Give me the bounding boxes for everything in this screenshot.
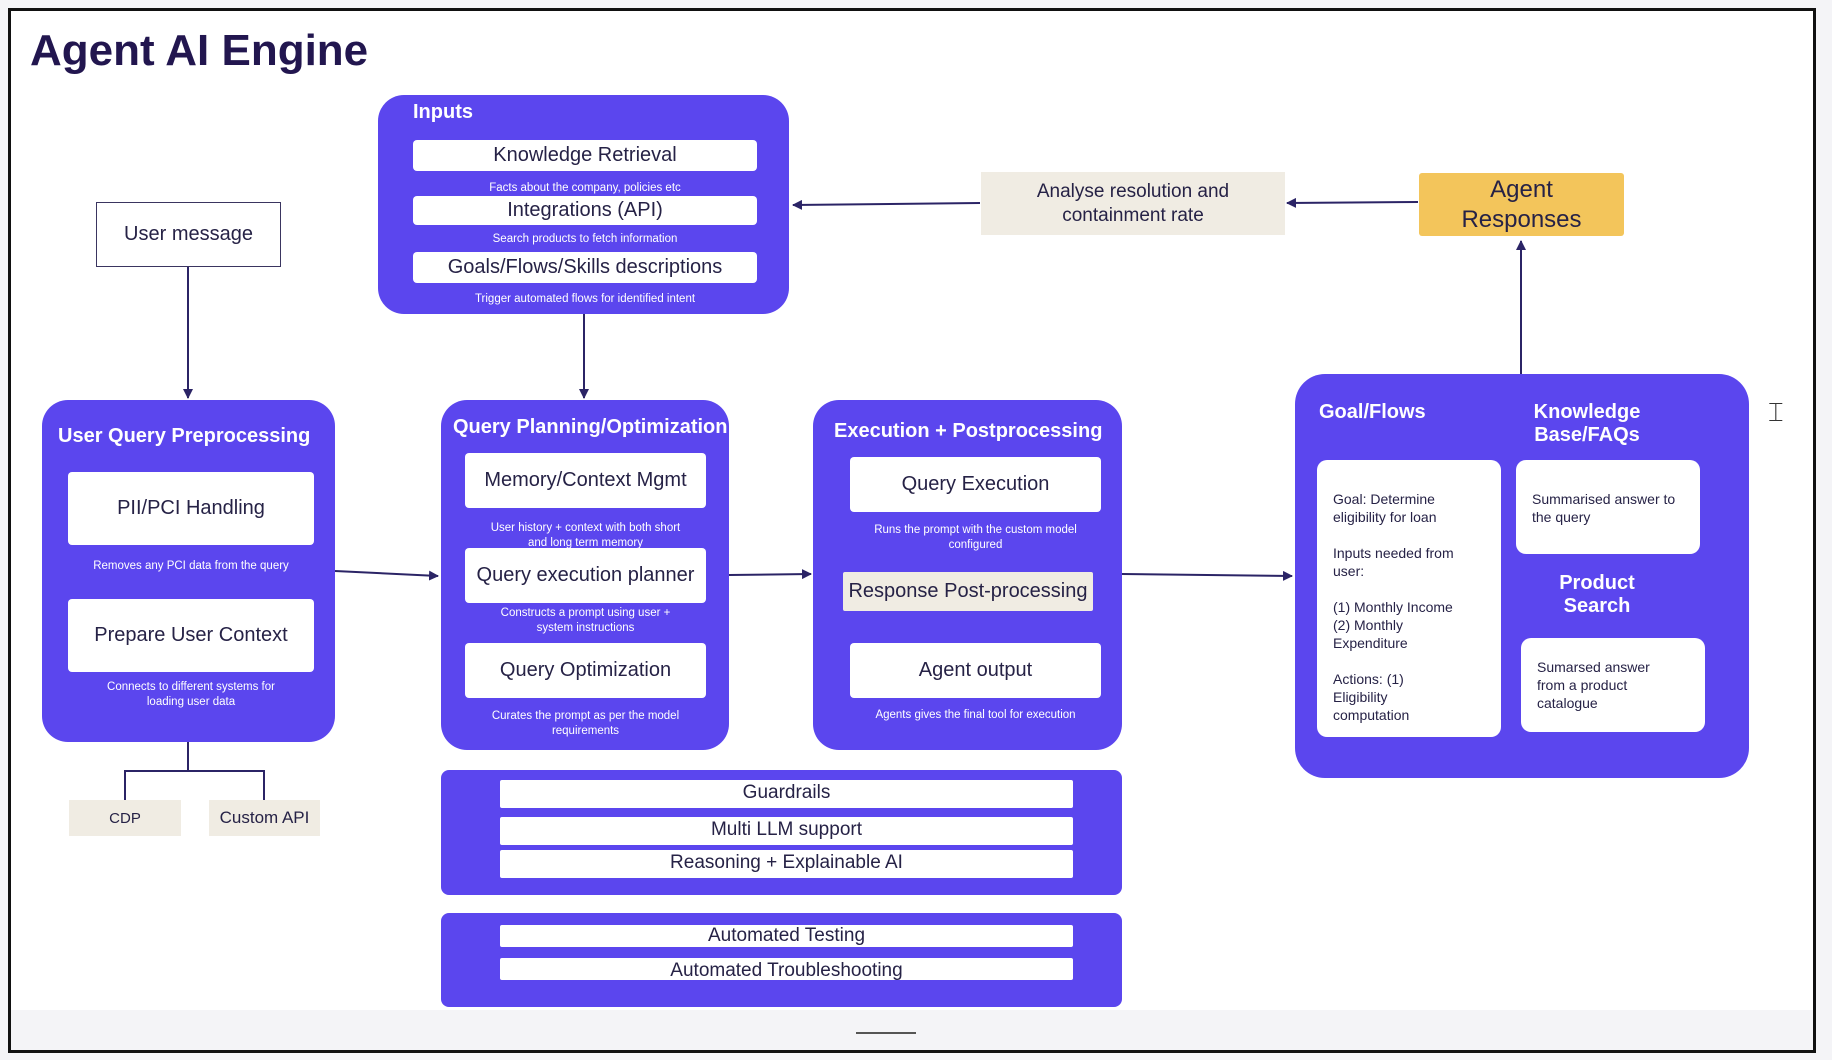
bottom-bar bbox=[11, 1010, 1813, 1050]
pii-pci-handling-box: PII/PCI Handling bbox=[68, 472, 314, 545]
agent-responses-label: Agent Responses bbox=[1461, 175, 1582, 233]
planning-title: Query Planning/Optimization bbox=[453, 416, 728, 438]
guardrails-panel: Guardrails Multi LLM support Reasoning +… bbox=[441, 770, 1122, 895]
arrow-responses-to-analyse bbox=[1286, 197, 1419, 208]
knowledge-retrieval-box: Knowledge Retrieval bbox=[413, 140, 757, 171]
cdp-box: CDP bbox=[69, 800, 181, 836]
memory-context-caption: User history + context with both short a… bbox=[490, 522, 681, 549]
knowledge-retrieval-caption: Facts about the company, policies etc bbox=[489, 182, 681, 194]
prepare-user-context-box: Prepare User Context bbox=[68, 599, 314, 672]
agent-responses-box: Agent Responses bbox=[1419, 173, 1624, 236]
output-panel: Goal/Flows Knowledge Base/FAQs Goal: Det… bbox=[1295, 374, 1749, 778]
automated-troubleshooting-item: Automated Troubleshooting bbox=[500, 958, 1073, 980]
inputs-panel: Inputs Knowledge Retrieval Facts about t… bbox=[378, 95, 789, 314]
execution-title: Execution + Postprocessing bbox=[834, 420, 1103, 442]
arrow-analyse-to-inputs bbox=[792, 199, 981, 210]
knowledge-base-answer: Summarised answer to the query bbox=[1532, 491, 1676, 525]
query-execution-planner-caption: Constructs a prompt using user + system … bbox=[500, 607, 671, 634]
guardrails-item: Guardrails bbox=[500, 780, 1073, 808]
analyse-resolution-box: Analyse resolution and containment rate bbox=[981, 172, 1285, 235]
response-post-processing-box: Response Post-processing bbox=[843, 572, 1093, 611]
preprocessing-title: User Query Preprocessing bbox=[58, 425, 311, 447]
connector-to-sources bbox=[124, 770, 265, 812]
execution-panel: Execution + Postprocessing Query Executi… bbox=[813, 400, 1122, 750]
drag-handle[interactable] bbox=[856, 1032, 916, 1034]
goal-flows-card: Goal: Determine eligibility for loan Inp… bbox=[1317, 460, 1501, 737]
knowledge-base-card: Summarised answer to the query bbox=[1516, 460, 1700, 554]
goals-flows-skills-caption: Trigger automated flows for identified i… bbox=[474, 293, 696, 305]
integrations-api-caption: Search products to fetch information bbox=[492, 233, 678, 245]
goals-flows-skills-box: Goals/Flows/Skills descriptions bbox=[413, 252, 757, 283]
arrow-preprocessing-to-planning bbox=[334, 570, 439, 581]
agent-output-box: Agent output bbox=[850, 643, 1101, 698]
query-execution-caption: Runs the prompt with the custom model co… bbox=[874, 524, 1077, 551]
pii-pci-handling-caption: Removes any PCI data from the query bbox=[93, 560, 289, 572]
query-optimization-box: Query Optimization bbox=[465, 643, 706, 698]
inputs-needed-line: Inputs needed from user: bbox=[1333, 545, 1454, 579]
analyse-resolution-label: Analyse resolution and containment rate bbox=[1036, 180, 1230, 226]
page-title: Agent AI Engine bbox=[30, 26, 369, 75]
product-search-title: Product Search bbox=[1559, 572, 1635, 617]
automated-testing-item: Automated Testing bbox=[500, 925, 1073, 947]
memory-context-box: Memory/Context Mgmt bbox=[465, 453, 706, 508]
product-search-card: Sumarsed answer from a product catalogue bbox=[1521, 638, 1705, 732]
user-message-box: User message bbox=[96, 202, 281, 267]
arrow-planning-to-execution bbox=[728, 569, 812, 580]
text-cursor-icon: ⌶ bbox=[1768, 398, 1784, 428]
arrow-execution-to-output bbox=[1121, 570, 1293, 581]
query-execution-planner-box: Query execution planner bbox=[465, 548, 706, 603]
product-search-answer: Sumarsed answer from a product catalogue bbox=[1537, 659, 1650, 711]
multi-llm-support-item: Multi LLM support bbox=[500, 817, 1073, 845]
integrations-api-box: Integrations (API) bbox=[413, 196, 757, 225]
query-optimization-caption: Curates the prompt as per the model requ… bbox=[491, 710, 680, 737]
reasoning-explainable-ai-item: Reasoning + Explainable AI bbox=[500, 850, 1073, 878]
preprocessing-panel: User Query Preprocessing PII/PCI Handlin… bbox=[42, 400, 335, 742]
planning-panel: Query Planning/Optimization Memory/Conte… bbox=[441, 400, 729, 750]
monthly-line: (1) Monthly Income (2) Monthly Expenditu… bbox=[1333, 599, 1453, 651]
inputs-title: Inputs bbox=[413, 101, 473, 123]
goal-flows-title: Goal/Flows bbox=[1319, 401, 1426, 423]
custom-api-box: Custom API bbox=[209, 800, 320, 836]
knowledge-base-title: Knowledge Base/FAQs bbox=[1533, 401, 1641, 446]
actions-line: Actions: (1) Eligibility computation bbox=[1333, 671, 1410, 723]
prepare-user-context-caption: Connects to different systems for loadin… bbox=[107, 681, 275, 708]
agent-output-caption: Agents gives the final tool for executio… bbox=[875, 709, 1076, 721]
testing-panel: Automated Testing Automated Troubleshoot… bbox=[441, 913, 1122, 1007]
goal-line: Goal: Determine eligibility for loan bbox=[1333, 491, 1437, 525]
query-execution-box: Query Execution bbox=[850, 457, 1101, 512]
